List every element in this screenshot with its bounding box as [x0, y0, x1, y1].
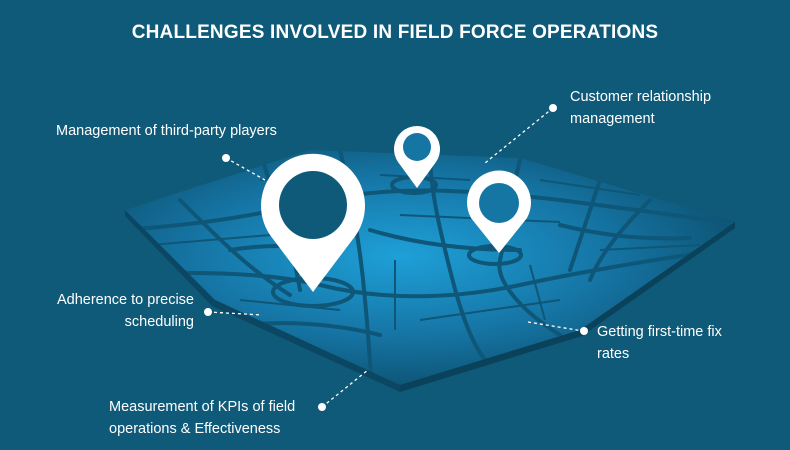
label-kpi-measurement: Measurement of KPIs of field operations … — [109, 399, 296, 437]
label-first-time-fix: Getting first-time fix rates — [597, 324, 722, 362]
page-title: CHALLENGES INVOLVED IN FIELD FORCE OPERA… — [131, 22, 659, 43]
label-third-party-players: Management of third-party players — [56, 123, 277, 139]
connector-lines — [207, 107, 584, 408]
location-pin-icon — [394, 126, 441, 188]
location-pin-icon — [261, 153, 365, 292]
label-precise-scheduling: Adherence to precise scheduling — [56, 292, 194, 330]
label-customer-relationship: Customer relationship management — [570, 89, 712, 127]
connector-dots — [204, 104, 588, 411]
location-pin-icon — [466, 170, 531, 253]
